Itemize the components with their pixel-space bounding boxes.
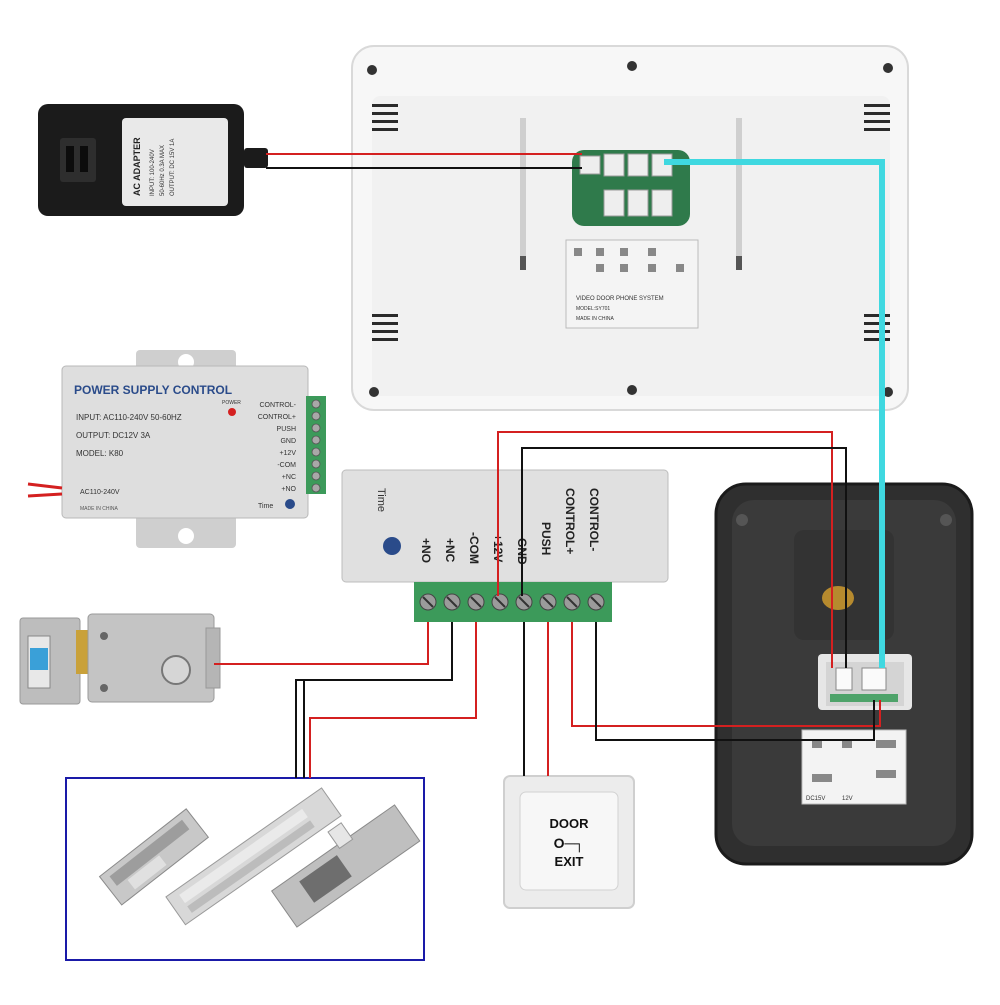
monitor-outdoor-cable (664, 159, 885, 668)
lock-options-frame (65, 777, 425, 961)
lock-black-com-wire (295, 622, 453, 778)
adapter-label-1: AC ADAPTER (132, 137, 142, 196)
box-terminal-2: +NC (443, 538, 457, 563)
box-black-control-wire (595, 622, 875, 741)
psu-input: INPUT: AC110-240V 50-60HZ (76, 413, 182, 422)
lock-red-no-wire (214, 622, 429, 665)
indoor-monitor: VIDEO DOOR PHONE SYSTEM MODEL:SY701 MADE… (351, 45, 909, 411)
exit-button: DOOR O─┐ EXIT (503, 775, 635, 909)
psu-title: POWER SUPPLY CONTROL (74, 383, 232, 397)
monitor-label-2: MODEL:SY701 (576, 306, 610, 312)
psu-output: OUTPUT: DC12V 3A (76, 431, 151, 440)
box-terminal-3: -COM (467, 532, 481, 564)
electric-rim-lock (19, 613, 221, 705)
psu-ac-label: AC110-240V (80, 489, 120, 496)
outdoor-label-1: DC15V (806, 796, 825, 802)
psu-terminal-8: +NO (281, 486, 296, 493)
box-terminal-8: CONTROL- (587, 488, 601, 551)
outdoor-label-2: 12V (842, 796, 853, 802)
adapter-label-2: INPUT: 100-240V (150, 149, 156, 196)
wiring (214, 153, 885, 778)
exit-button-line2: EXIT (555, 854, 584, 869)
box-terminal-6: PUSH (539, 522, 553, 555)
psu-terminal-6: -COM (277, 462, 296, 469)
psu-terminal-2: CONTROL+ (258, 414, 296, 421)
monitor-label-1: VIDEO DOOR PHONE SYSTEM (576, 296, 664, 302)
psu-power-label: POWER (222, 400, 241, 406)
exit-button-line1: DOOR (550, 816, 590, 831)
adapter-label-4: OUTPUT: DC 15V 1A (170, 139, 176, 196)
ac-adapter: AC ADAPTER INPUT: 100-240V 50-60Hz 0.3A … (38, 104, 268, 216)
box-red-top-wire (497, 431, 833, 668)
box-red-control-wire (571, 622, 881, 727)
box-time-label: Time (375, 488, 387, 512)
key-icon: O─┐ (554, 835, 585, 853)
lock-red-nc-wire (309, 622, 477, 778)
box-black-top-wire (521, 447, 847, 668)
psu-made-in: MADE IN CHINA (80, 506, 118, 512)
power-supply: POWER SUPPLY CONTROL INPUT: AC110-240V 5… (27, 350, 326, 548)
box-terminal-1: +NO (419, 538, 433, 563)
control-box: Time +NO +NC -COM +12V GND PUSH CONTROL+… (341, 469, 669, 622)
psu-model: MODEL: K80 (76, 449, 124, 458)
psu-terminal-5: +12V (279, 450, 296, 457)
outdoor-unit: DC15V 12V (714, 482, 974, 866)
psu-terminal-4: GND (280, 438, 296, 445)
psu-terminal-1: CONTROL- (259, 402, 296, 409)
psu-terminal-3: PUSH (277, 426, 296, 433)
box-terminal-7: CONTROL+ (563, 488, 577, 554)
psu-power-led (228, 408, 236, 416)
adapter-label-3: 50-60Hz 0.3A MAX (160, 145, 166, 196)
monitor-label-3: MADE IN CHINA (576, 316, 614, 322)
psu-terminal-7: +NC (282, 474, 296, 481)
psu-time-label: Time (258, 503, 273, 510)
